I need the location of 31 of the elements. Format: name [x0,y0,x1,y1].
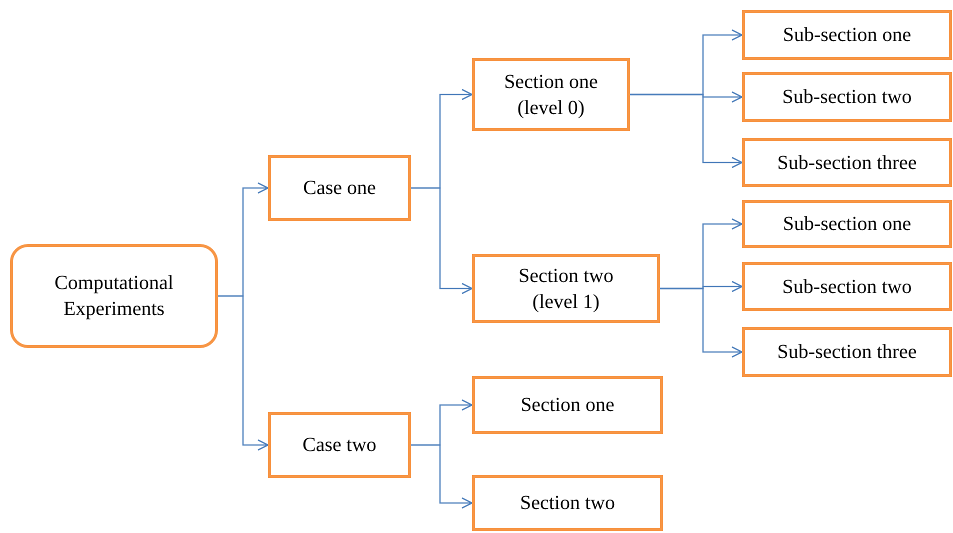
node-label: Case one [303,176,376,201]
process-box [742,138,952,187]
node-label: Sub-section one [782,23,912,48]
process-box [742,327,952,377]
node-label: Sub-section one [782,212,912,237]
node-label: Sub-section three [777,340,917,365]
connector-arrow [630,94,743,168]
process-box [268,155,411,221]
process-box [472,376,663,434]
process-box [472,254,660,323]
node-label: Sub-section three [777,150,917,176]
node-label: Section two (level 1) [518,264,614,314]
node-label: Computational Experiments [54,271,174,322]
connector-arrow [411,187,473,294]
process-box [268,412,411,478]
connector-arrow [660,288,743,358]
node-label: Sub-section two [782,274,912,300]
connector-arrow [411,444,473,509]
process-box [742,72,952,122]
node-label: Case two [302,433,376,458]
node-label: Section one (level 0) [503,70,599,120]
node-label: Section two [520,491,615,516]
node-label: Sub-section two [782,85,912,110]
connector-arrow [218,295,269,451]
rounded-box [10,244,218,348]
process-box [742,200,952,248]
process-box [472,58,630,131]
node-label: Section one [520,393,614,418]
process-box [742,262,952,311]
process-box [742,10,952,60]
process-box [472,475,663,531]
